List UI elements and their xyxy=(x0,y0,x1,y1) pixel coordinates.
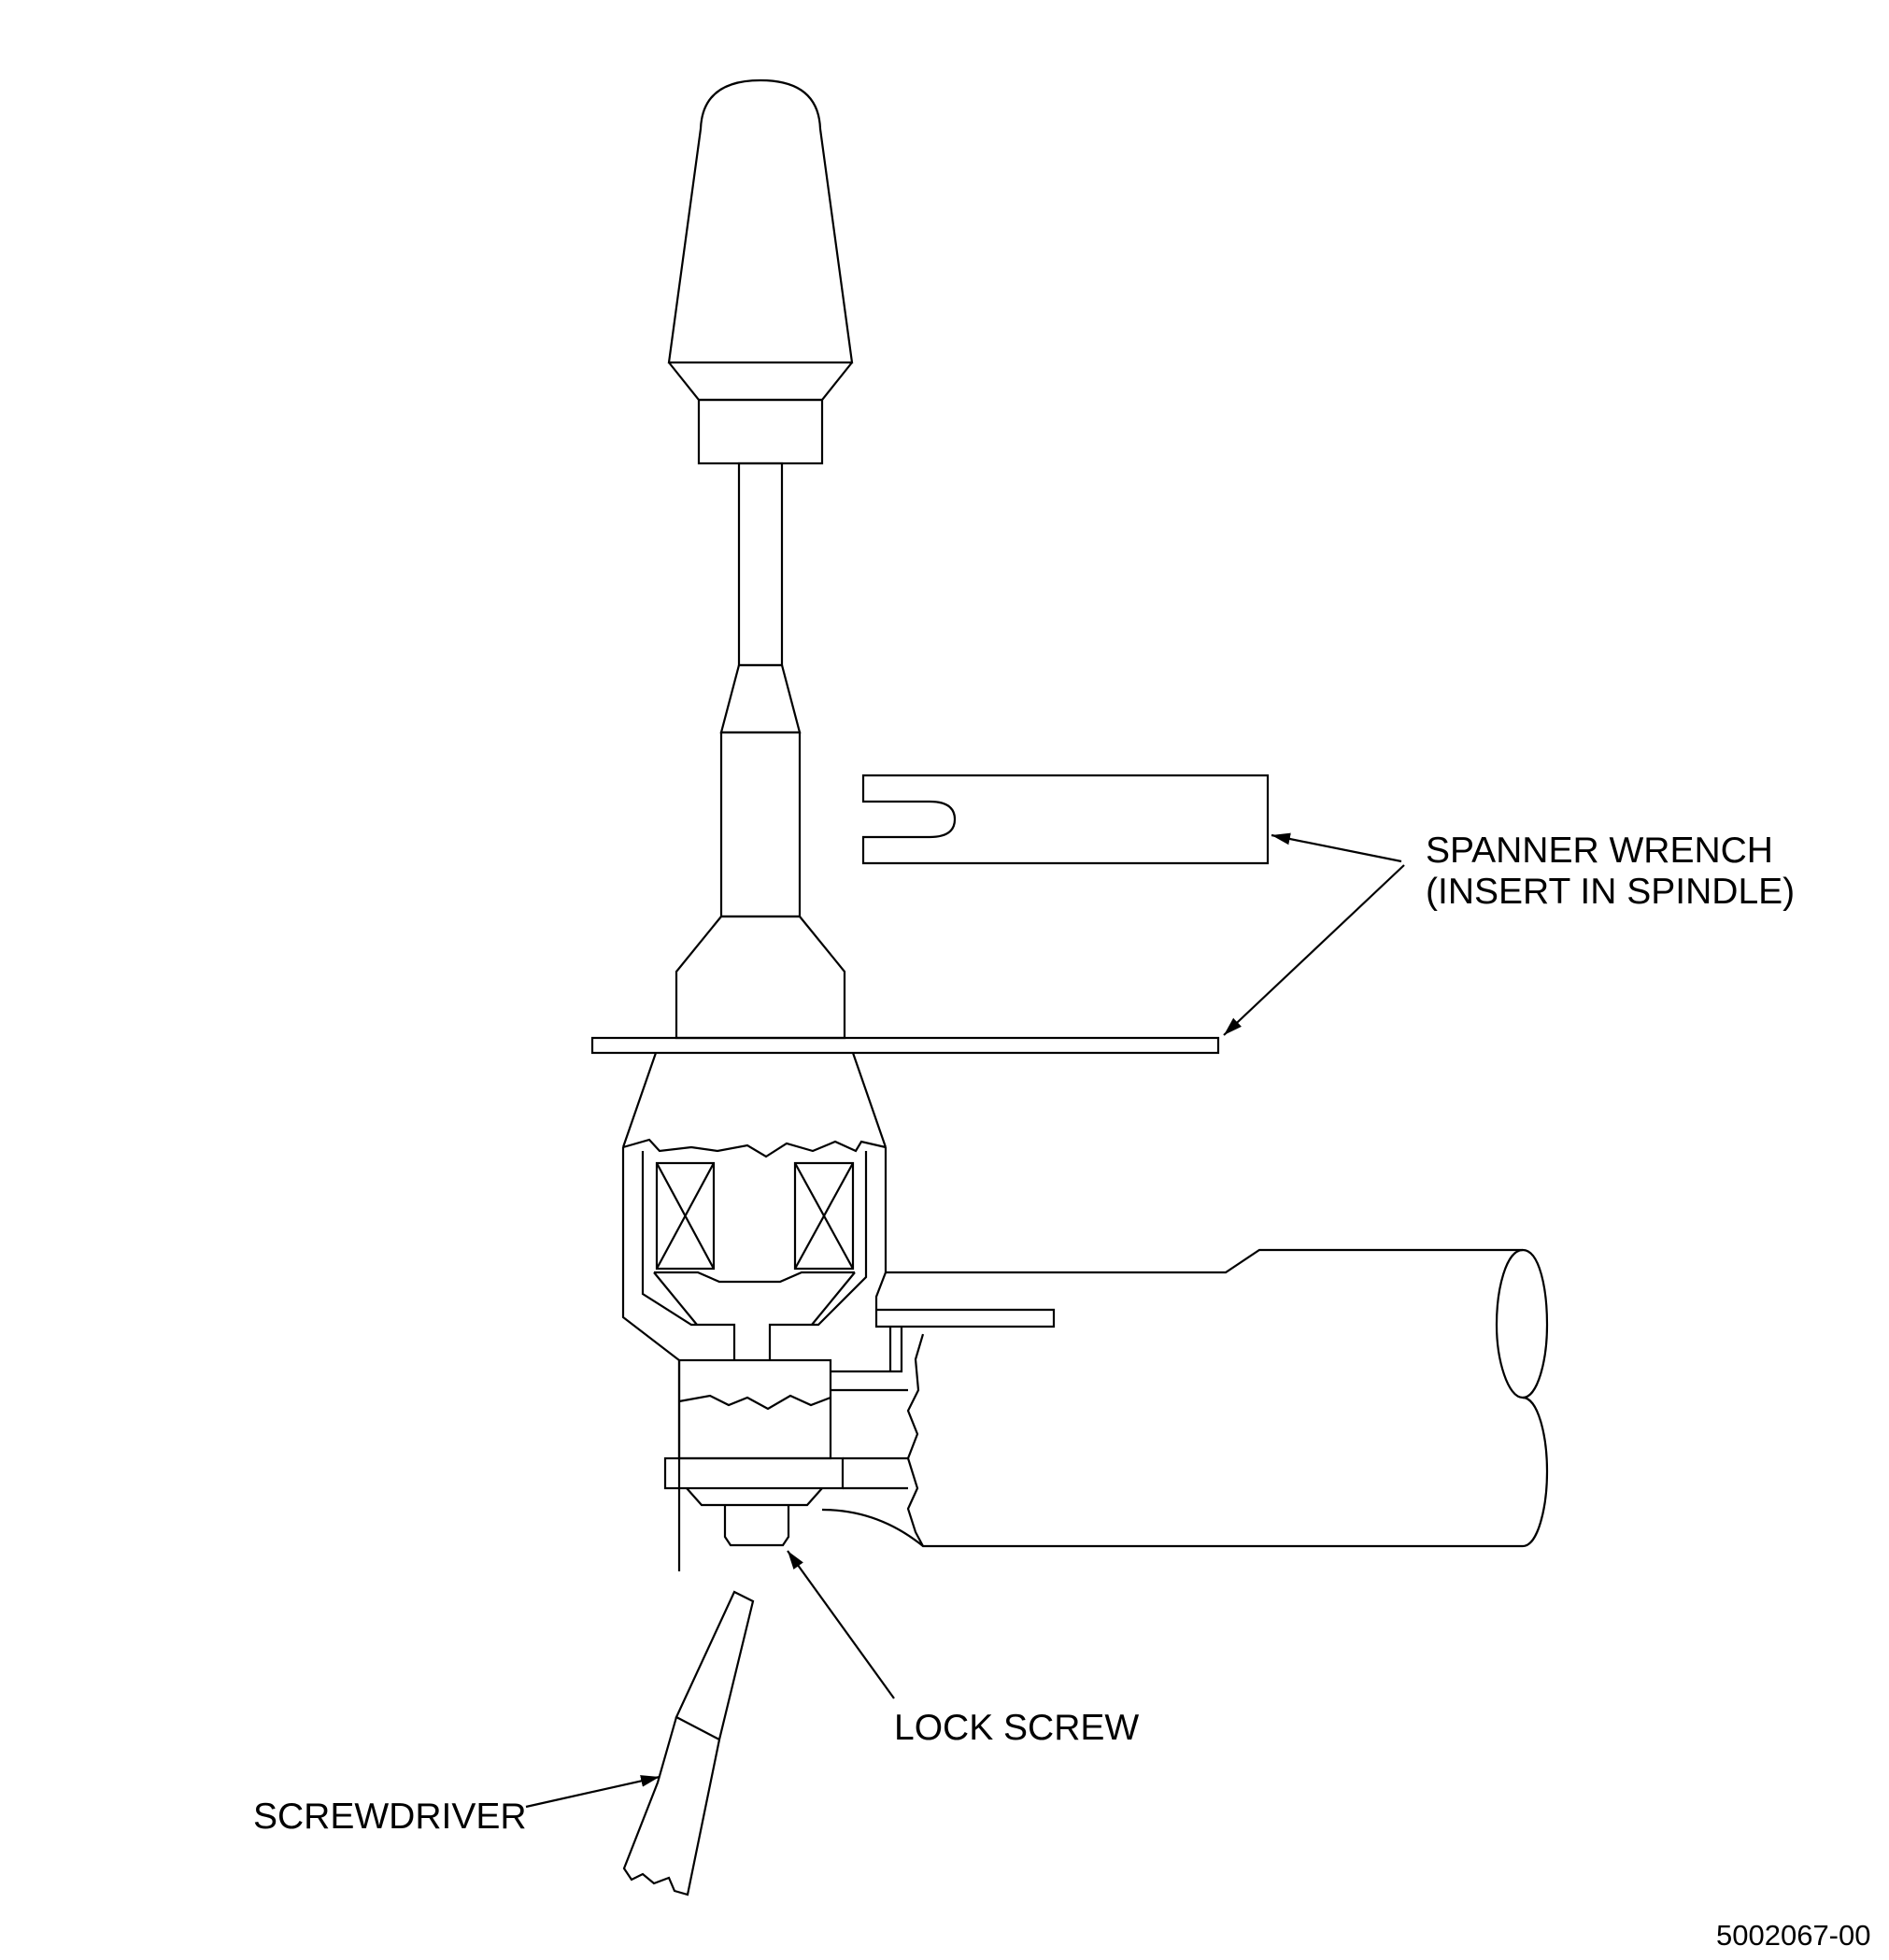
screwdriver xyxy=(622,1590,755,1896)
label-spanner-wrench-line1: SPANNER WRENCH xyxy=(1426,831,1773,871)
housing-break-top xyxy=(622,1138,887,1158)
bearing-left xyxy=(655,1161,716,1271)
knob-shaft xyxy=(737,462,784,667)
knob-collar xyxy=(697,398,824,465)
lower-body-break xyxy=(678,1394,831,1411)
screwdriver-shaft xyxy=(675,1590,755,1741)
tube-break-line xyxy=(906,1333,925,1547)
switch-housing xyxy=(621,1052,888,1571)
leader-lock-screw xyxy=(787,1550,895,1699)
label-spanner-wrench: SPANNER WRENCH (INSERT IN SPINDLE) xyxy=(1426,831,1795,913)
knob-cap xyxy=(667,78,854,364)
washer xyxy=(663,1456,845,1490)
leader-spanner-wrench-lower xyxy=(1223,864,1405,1036)
control-knob xyxy=(667,78,854,1040)
bracket-inner xyxy=(831,1327,908,1490)
mount-nut xyxy=(686,1487,823,1507)
leader-screwdriver xyxy=(525,1775,660,1809)
bearing-left-cross xyxy=(656,1162,715,1270)
housing-outline xyxy=(621,1147,681,1571)
lower-body xyxy=(677,1358,832,1460)
housing-inner-left xyxy=(641,1151,736,1360)
inner-cup xyxy=(653,1271,856,1326)
housing-inner-right xyxy=(768,1151,868,1360)
shaft-taper xyxy=(719,663,802,734)
bearing-right-cross xyxy=(794,1162,854,1270)
spindle xyxy=(719,731,802,918)
bearing-right xyxy=(793,1161,855,1271)
screwdriver-handle xyxy=(622,1716,721,1896)
lock-screw xyxy=(723,1505,790,1547)
leader-spanner-wrench-upper xyxy=(1271,832,1402,863)
knob-taper xyxy=(668,362,853,402)
spindle-nut xyxy=(675,915,846,1040)
label-lock-screw: LOCK SCREW xyxy=(894,1708,1140,1748)
label-spanner-wrench-line2: (INSERT IN SPINDLE) xyxy=(1426,872,1796,912)
spanner-wrench xyxy=(861,774,1270,865)
housing-upper-bevel xyxy=(621,1052,888,1148)
callout-leaders xyxy=(525,832,1405,1809)
bracket-plate xyxy=(874,1271,1056,1328)
tube-end-lower xyxy=(1522,1396,1549,1548)
spanner-wrench-inserted xyxy=(590,1036,1220,1055)
tube-bottom xyxy=(821,1508,1523,1548)
tube-end-upper xyxy=(1495,1248,1549,1399)
drawing-number: 5002067-00 xyxy=(1716,1919,1871,1952)
mounting-bracket xyxy=(821,1248,1549,1548)
spanner-wrench-body xyxy=(861,774,1270,865)
bracket-arm xyxy=(886,1248,1523,1274)
label-screwdriver: SCREWDRIVER xyxy=(253,1797,527,1837)
